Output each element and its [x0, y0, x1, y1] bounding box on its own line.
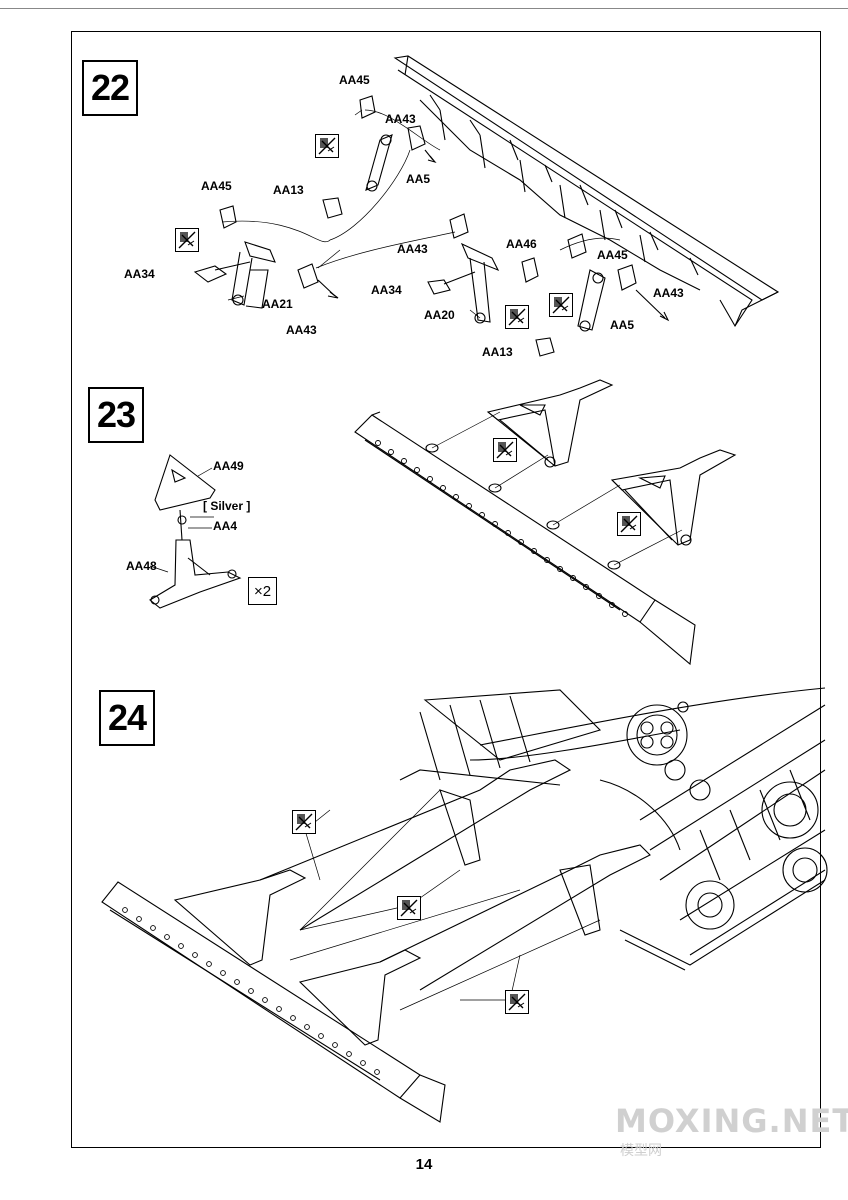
glue-icon	[505, 305, 529, 329]
step24-arms	[173, 759, 651, 1046]
glue-icon	[292, 810, 316, 834]
step22-dozer-blade	[393, 55, 780, 328]
glue-icon	[493, 438, 517, 462]
step24-blade	[101, 881, 446, 1123]
part-label-aa43: AA43	[397, 242, 428, 256]
page-number: 14	[415, 1156, 433, 1173]
part-label-aa20: AA20	[424, 308, 455, 322]
step-number-22: 22	[82, 60, 138, 116]
step22-leader-lines	[221, 109, 621, 319]
part-label-aa45: AA45	[339, 73, 370, 87]
part-label-aa43: AA43	[653, 286, 684, 300]
part-label-aa43: AA43	[385, 112, 416, 126]
glue-icon	[315, 134, 339, 158]
part-label-aa13: AA13	[482, 345, 513, 359]
step23-detail-part	[149, 454, 242, 609]
glue-icon	[505, 990, 529, 1014]
watermark-subtitle: 模型网	[620, 1142, 662, 1158]
glue-icon	[397, 896, 421, 920]
part-label-aa34: AA34	[371, 283, 402, 297]
step24-tracks	[419, 689, 828, 971]
top-rule	[0, 8, 848, 9]
part-label-aa49: AA49	[213, 459, 244, 473]
part-label-aa45: AA45	[201, 179, 232, 193]
instruction-frame	[71, 31, 821, 1148]
part-label-aa34: AA34	[124, 267, 155, 281]
part-label-aa45: AA45	[597, 248, 628, 262]
part-label-aa48: AA48	[126, 559, 157, 573]
step-number-23: 23	[88, 387, 144, 443]
part-label-aa21: AA21	[262, 297, 293, 311]
quantity-multiplier: ×2	[248, 577, 277, 605]
glue-icon	[617, 512, 641, 536]
step22-push-arms	[193, 95, 670, 357]
glue-icon	[549, 293, 573, 317]
part-label-aa5: AA5	[610, 318, 635, 332]
paint-callout-silver: [ Silver ]	[203, 499, 251, 513]
step-number-24: 24	[99, 690, 155, 746]
glue-icon	[175, 228, 199, 252]
part-label-aa13: AA13	[273, 183, 304, 197]
watermark-logo: MOXING.NET	[615, 1102, 848, 1140]
step23-arm-lower	[610, 449, 737, 546]
step24-hull	[469, 687, 826, 851]
step23-blade	[354, 411, 696, 666]
part-label-aa46: AA46	[506, 237, 537, 251]
part-label-aa4: AA4	[213, 519, 238, 533]
step23-leader-lines	[431, 411, 683, 566]
part-label-aa5: AA5	[406, 172, 431, 186]
part-label-aa43: AA43	[286, 323, 317, 337]
step24-leader-lines	[289, 789, 601, 1011]
